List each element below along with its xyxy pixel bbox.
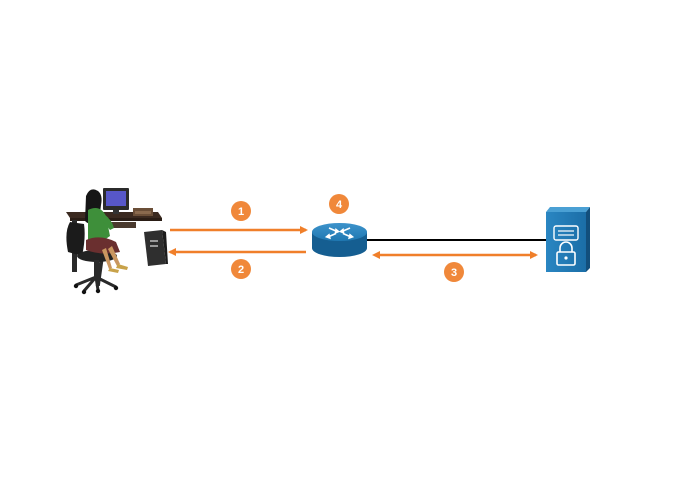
step-badge-1: 1 bbox=[231, 201, 251, 221]
router-icon bbox=[312, 223, 367, 257]
step-label-3: 3 bbox=[451, 267, 457, 279]
step-label-2: 2 bbox=[238, 264, 244, 276]
step-badge-2: 2 bbox=[231, 259, 251, 279]
step-badge-4: 4 bbox=[329, 194, 349, 214]
arrows bbox=[168, 226, 538, 259]
user-at-workstation-icon bbox=[66, 188, 168, 295]
step-badge-3: 3 bbox=[444, 262, 464, 282]
step-label-4: 4 bbox=[336, 199, 343, 211]
secure-server-icon bbox=[546, 207, 590, 272]
step-label-1: 1 bbox=[238, 206, 244, 218]
